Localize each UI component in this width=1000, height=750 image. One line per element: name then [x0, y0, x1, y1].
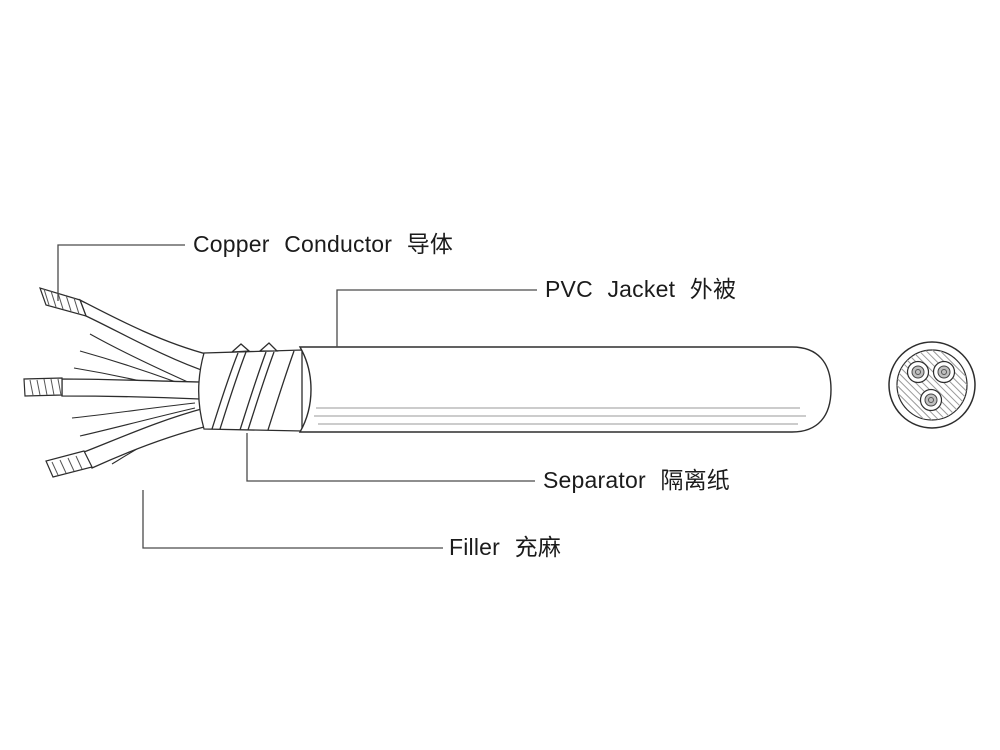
insulated-wires — [61, 298, 211, 469]
label-copper-conductor: Copper Conductor 导体 — [193, 231, 454, 257]
jacket-shading-lines — [314, 407, 806, 425]
cross-section-conductors — [906, 360, 956, 412]
label-filler: Filler 充麻 — [449, 534, 562, 560]
pvc-jacket-body — [298, 346, 832, 433]
conductor-core — [919, 388, 943, 412]
conductor-core — [932, 360, 956, 384]
separator-edge-peaks — [230, 342, 279, 353]
copper-conductor-tips — [23, 287, 93, 478]
conductor-tip-bottom — [45, 450, 93, 478]
leader-line-pvc-jacket — [336, 289, 537, 347]
filler-strand — [89, 333, 191, 384]
conductor-core — [906, 360, 930, 384]
separator-band-lines — [211, 350, 295, 431]
leader-line-separator — [246, 433, 535, 482]
filler-strand — [79, 407, 196, 437]
leader-line-copper-conductor — [57, 244, 185, 301]
label-separator: Separator 隔离纸 — [543, 467, 730, 493]
wire-bottom — [83, 407, 209, 469]
filler-strand — [71, 402, 196, 419]
jacket-outline — [298, 346, 832, 433]
separator-wrap — [198, 342, 303, 432]
conductor-tip-top — [39, 287, 87, 317]
leader-lines — [57, 244, 537, 549]
label-pvc-jacket: PVC Jacket 外被 — [545, 276, 737, 302]
separator-outline — [198, 349, 303, 432]
wire-middle — [61, 378, 201, 400]
leader-line-filler — [142, 490, 443, 549]
cable-cross-section — [888, 341, 976, 429]
conductor-tip-middle — [23, 377, 63, 397]
